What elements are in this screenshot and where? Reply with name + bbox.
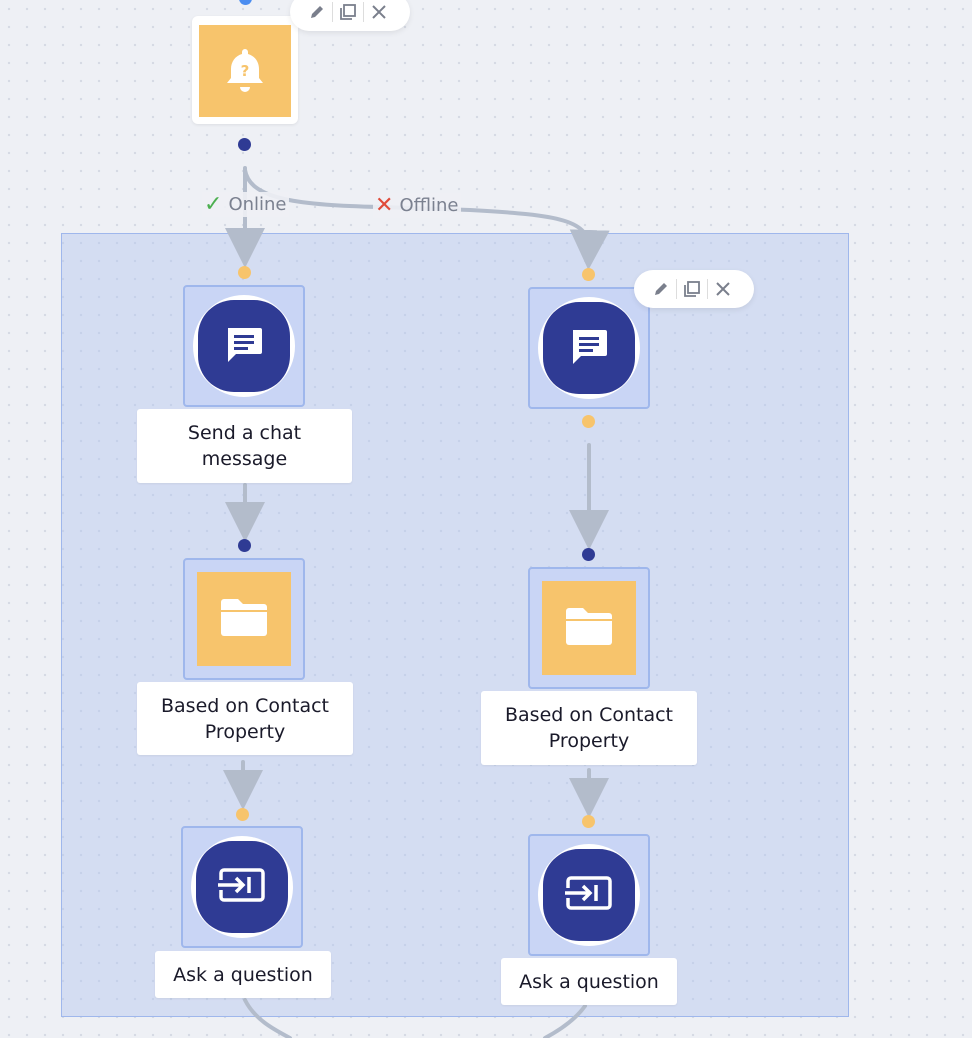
input-port[interactable] [236,808,249,821]
toolbar-divider [332,2,333,22]
node-label: Ask a question [501,958,677,1005]
contact-property-node-right[interactable] [528,567,650,689]
svg-text:?: ? [241,62,250,80]
input-port[interactable] [582,268,595,281]
copy-icon[interactable] [677,274,707,304]
node-toolbar-right [634,270,754,308]
branch-label-online: ✓ Online [202,192,289,217]
contact-property-node-left[interactable] [183,558,305,680]
close-icon[interactable] [708,274,738,304]
pencil-icon[interactable] [646,274,676,304]
copy-icon[interactable] [333,0,363,27]
branch-label-offline: ✕ Offline [373,193,461,218]
bell-question-icon: ? [221,45,269,97]
trigger-tile: ? [199,25,291,117]
input-port[interactable] [582,548,595,561]
node-label: Ask a question [155,951,331,998]
node-circle [191,836,293,938]
node-label: Based on Contact Property [481,691,697,765]
output-port[interactable] [238,138,251,151]
chat-icon [567,324,611,372]
trigger-node[interactable]: ? [192,16,298,124]
toolbar-divider [707,279,708,299]
output-port[interactable] [582,415,595,428]
toolbar-divider [363,2,364,22]
check-icon: ✓ [204,192,223,217]
send-chat-node-left[interactable] [183,285,305,407]
cross-icon: ✕ [375,193,394,218]
branch-online-text: Online [228,194,287,215]
ask-question-node-right[interactable] [528,834,650,956]
input-icon [565,873,613,917]
close-icon[interactable] [364,0,394,27]
node-tile [542,581,636,675]
node-circle [193,295,295,397]
toolbar-divider [676,279,677,299]
send-chat-node-right[interactable] [528,287,650,409]
folder-icon [219,596,269,642]
node-tile [197,572,291,666]
input-icon [218,865,266,909]
node-label: Send a chat message [137,409,352,483]
node-circle [538,844,640,946]
node-circle [538,297,640,399]
branch-offline-text: Offline [399,195,459,216]
input-port[interactable] [238,539,251,552]
node-toolbar-top [290,0,410,31]
pencil-icon[interactable] [302,0,332,27]
chat-icon [222,322,266,370]
input-port[interactable] [238,266,251,279]
input-port[interactable] [239,0,252,5]
folder-icon [564,605,614,651]
ask-question-node-left[interactable] [181,826,303,948]
node-label: Based on Contact Property [137,682,353,755]
input-port[interactable] [582,815,595,828]
